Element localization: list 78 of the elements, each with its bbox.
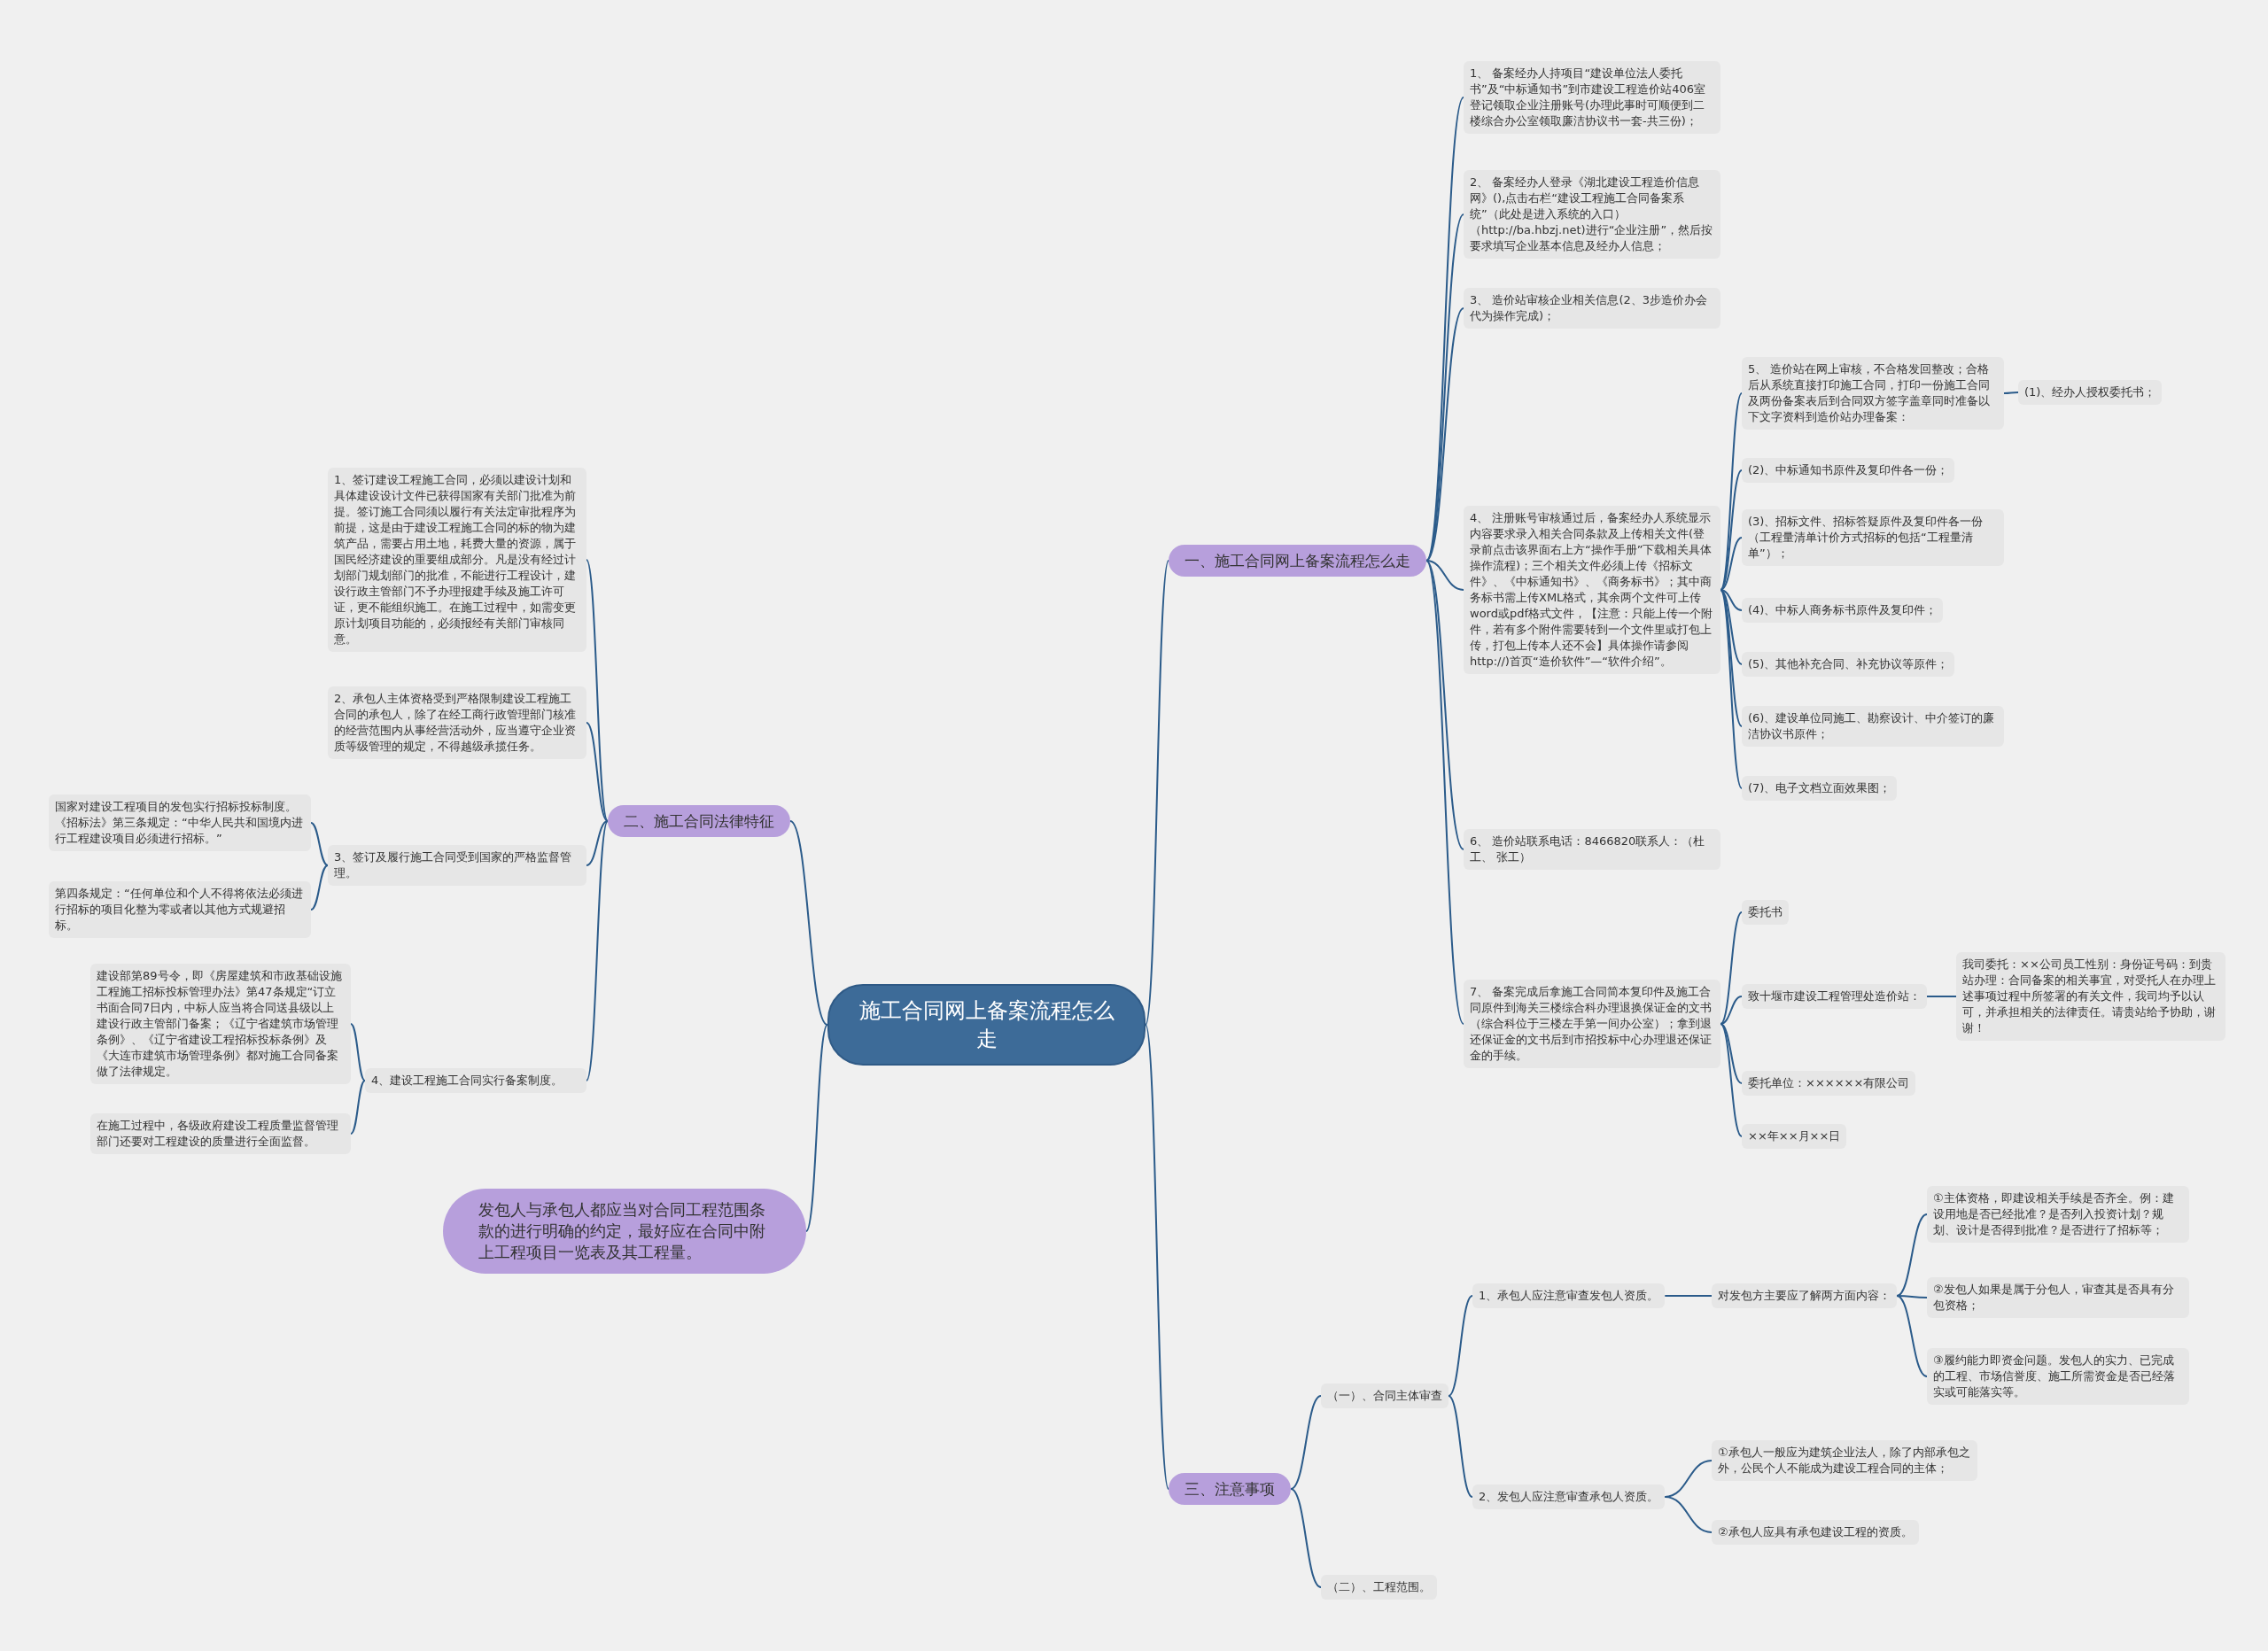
connector-line — [1896, 1213, 1928, 1297]
topic-box: 委托单位：××××××有限公司 — [1742, 1071, 1916, 1096]
connector-line — [1720, 1023, 1743, 1084]
connector-line — [1720, 911, 1743, 1025]
connector-line — [1720, 589, 1743, 611]
connector-line — [1720, 392, 1743, 591]
connector-line — [1425, 307, 1464, 562]
connector-line — [1145, 560, 1169, 1026]
topic-box: 1、 备案经办人持项目“建设单位法人委托书”及“中标通知书”到市建设工程造价站406室登记领取企业注册账号(办理此事时可顺便到二楼综合办公室领取廉洁协议书一套-共三份)； — [1464, 61, 1720, 134]
central-topic: 施工合同网上备案流程怎么走 — [827, 984, 1146, 1066]
topic-box: 我司委托：××公司员工性别：身份证号码：到贵站办理：合同备案的相关事宜，对受托人在办理上述事项过程中所签署的有关文件，我司均予以认可，并承担相关的法律责任。请贵站给予协助，谢谢！ — [1956, 952, 2225, 1041]
connector-line — [1896, 1295, 1928, 1377]
topic-box: ②承包人应具有承包建设工程的资质。 — [1712, 1520, 1919, 1545]
connector-line — [1720, 469, 1743, 591]
topic-box: 致十堰市建设工程管理处造价站： — [1742, 984, 1927, 1009]
topic-box: ③履约能力即资金问题。发包人的实力、已完成的工程、市场信誉度、施工所需资金是否已经落实或可能落实等。 — [1927, 1348, 2189, 1405]
connector-line — [1448, 1295, 1473, 1397]
connector-line — [1720, 589, 1743, 665]
topic-box: 4、 注册账号审核通过后，备案经办人系统显示内容要求录入相关合同条款及上传相关文件(登录前点击该界面右上方“操作手册”下载相关具体操作流程)；三个相关文件必须上传《招标文件》、《中标通知书》、《商务标书》；其中商务标书需上传XML格式，其余两个文件可上传word或pdf格式文件，【注意：只能上传一个附件，若有多个附件需要转到一个文件里或打包上传，打包上传本人还不会】具体操作请参阅http://)首页“造价软件”—“软件介绍”。 — [1464, 506, 1720, 674]
topic-box: (7)、电子文档立面效果图； — [1742, 776, 1898, 801]
topic-box: 第四条规定：“任何单位和个人不得将依法必须进行招标的项目化整为零或者以其他方式规避招标。 — [49, 881, 311, 938]
connector-line — [1720, 1023, 1743, 1137]
connector-line — [1720, 589, 1743, 789]
connector-line — [1720, 996, 1743, 1025]
topic-box: 建设部第89号令，即《房屋建筑和市政基础设施工程施工招标投标管理办法》第47条规定“订立书面合同7日内，中标人应当将合同送县级以上建设行政主管部门备案；《辽宁省建筑市场管理条例》、《辽宁省建设工程招标投标条例》及《大连市建筑市场管理条例》都对施工合同备案做了法律规定。 — [90, 964, 351, 1084]
topic-box: 3、 造价站审核企业相关信息(2、3步造价办会代为操作完成)； — [1464, 288, 1720, 329]
topic-box: 6、 造价站联系电话：8466820联系人：（杜工、 张工） — [1464, 829, 1720, 870]
connector-line — [1425, 560, 1464, 591]
branch-topic: 三、注意事项 — [1169, 1473, 1291, 1505]
connector-line — [1720, 537, 1743, 591]
connector-line — [586, 559, 609, 822]
topic-box: ××年××月××日 — [1742, 1124, 1847, 1149]
topic-box: （二）、工程范围。 — [1321, 1575, 1437, 1600]
topic-box: 4、建设工程施工合同实行备案制度。 — [365, 1068, 586, 1093]
connector-line — [350, 1023, 366, 1081]
topic-box: 3、签订及履行施工合同受到国家的严格监督管理。 — [328, 845, 586, 886]
connector-line — [789, 820, 828, 1026]
topic-box: (6)、建设单位同施工、勘察设计、中介签订的廉洁协议书原件； — [1742, 706, 2004, 747]
connector-line — [350, 1080, 366, 1135]
connector-line — [310, 864, 329, 911]
topic-box: 在施工过程中，各级政府建设工程质量监督管理部门还要对工程建设的质量进行全面监督。 — [90, 1113, 351, 1154]
connector-line — [310, 822, 329, 866]
topic-box: 1、签订建设工程施工合同，必须以建设计划和具体建设设计文件已获得国家有关部门批准为前提。签订施工合同须以履行有关法定审批程序为前提，这是由于建设工程施工合同的标的物为建筑产品，需要占用土地，耗费大量的资源，属于国民经济建设的重要组成部分。凡是没有经过计划部门规划部门的批准，不能进行工程设计，建设行政主管部门不予办理报建手续及施工许可证，更不能组织施工。在施工过程中，如需变更原计划项目功能的，必须报经有关部门审核同意。 — [328, 468, 586, 652]
topic-box: （一）、合同主体审查 — [1321, 1384, 1449, 1408]
branch-topic: 二、施工合同法律特征 — [608, 805, 790, 837]
topic-box: 委托书 — [1742, 900, 1789, 925]
topic-box: 2、发包人应注意审查承包人资质。 — [1472, 1484, 1666, 1509]
connector-line — [1290, 1488, 1322, 1588]
connector-line — [2003, 391, 2019, 394]
topic-box: ①主体资格，即建设相关手续是否齐全。例：建设用地是否已经批准？是否列入投资计划？规划、设计是否得到批准？是否进行了招标等； — [1927, 1186, 2189, 1243]
topic-box: 7、 备案完成后拿施工合同简本复印件及施工合同原件到海关三楼综合科办理退换保证金的文书（综合科位于三楼左手第一间办公室）；拿到退还保证金的文书后到市招投标中心办理退还保证金的手续。 — [1464, 980, 1720, 1068]
branch-topic: 一、施工合同网上备案流程怎么走 — [1169, 545, 1426, 577]
connector-line — [1448, 1395, 1473, 1498]
connector-line — [1145, 1024, 1169, 1490]
topic-box: 对发包方主要应了解两方面内容： — [1712, 1283, 1897, 1308]
note-bubble: 发包人与承包人都应当对合同工程范围条款的进行明确的约定，最好应在合同中附上工程项目一览表及其工程量。 — [443, 1189, 806, 1274]
connector-line — [586, 722, 609, 822]
topic-box: (3)、招标文件、招标答疑原件及复印件各一份（工程量清单计价方式招标的包括“工程量清单”）； — [1742, 509, 2004, 566]
connector-line — [586, 820, 609, 1081]
topic-box: (4)、中标人商务标书原件及复印件； — [1742, 598, 1944, 623]
topic-box: (1)、经办人授权委托书； — [2018, 380, 2163, 405]
connector-line — [805, 1024, 828, 1232]
topic-box: ②发包人如果是属于分包人，审查其是否具有分包资格； — [1927, 1277, 2189, 1318]
connector-line — [1290, 1395, 1322, 1490]
connector-line — [1664, 1295, 1713, 1297]
topic-box: 2、 备案经办人登录《湖北建设工程造价信息网》(),点击右栏“建设工程施工合同备案系统”（此处是进入系统的入口）（http://ba.hbzj.net)进行“企业注册”，然后按要求填写企业基本信息及经办人信息； — [1464, 170, 1720, 259]
topic-box: 1、承包人应注意审查发包人资质。 — [1472, 1283, 1666, 1308]
topic-box: 5、 造价站在网上审核，不合格发回整改；合格后从系统直接打印施工合同，打印一份施工合同及两份备案表后到合同双方签字盖章同时准备以下文字资料到造价站办理备案： — [1742, 357, 2004, 430]
connector-line — [1720, 589, 1743, 727]
topic-box: (5)、其他补充合同、补充协议等原件； — [1742, 652, 1955, 677]
topic-box: 国家对建设工程项目的发包实行招标投标制度。《招标法》第三条规定：“中华人民共和国境内进行工程建设项目必须进行招标。” — [49, 794, 311, 851]
topic-box: ①承包人一般应为建筑企业法人，除了内部承包之外，公民个人不能成为建设工程合同的主体； — [1712, 1440, 1977, 1481]
connector-line — [1926, 996, 1957, 997]
connector-line — [1664, 1496, 1713, 1533]
connector-line — [1425, 560, 1464, 1025]
topic-box: 2、承包人主体资格受到严格限制建设工程施工合同的承包人，除了在经工商行政管理部门核准的经营范围内从事经营活动外，应当遵守企业资质等级管理的规定，不得越级承揽任务。 — [328, 686, 586, 759]
topic-box: (2)、中标通知书原件及复印件各一份； — [1742, 458, 1955, 483]
connector-line — [586, 820, 609, 866]
